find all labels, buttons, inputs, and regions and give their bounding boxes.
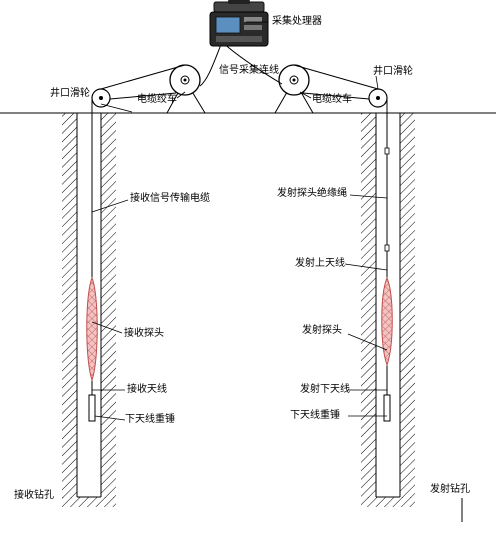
- label-transmit-upper-antenna: 发射上天线: [295, 258, 345, 269]
- right-hole-inner-wall-hatch: [400, 113, 415, 498]
- label-transmit-weight: 下天线重锤: [290, 410, 340, 421]
- label-processor: 采集处理器: [272, 16, 322, 27]
- right-hole-outer-wall-hatch: [361, 113, 376, 498]
- left-borehole: [62, 113, 116, 507]
- label-transmit-lower-antenna: 发射下天线: [300, 384, 350, 395]
- label-right-pulley: 井口滑轮: [373, 66, 413, 77]
- label-receive-probe: 接收探头: [124, 328, 164, 339]
- label-receive-cable: 接收信号传输电缆: [130, 193, 210, 204]
- left-hole-bottom-hatch: [62, 497, 116, 507]
- left-cable-top: [100, 64, 186, 90]
- transmit-weight: [383, 394, 391, 422]
- receive-probe-body: [86, 276, 98, 382]
- left-hole-inner-wall-hatch: [101, 113, 116, 498]
- right-cable-reel: [278, 64, 310, 96]
- right-wellhead-pulley: [368, 88, 388, 108]
- right-cable-bottom: [302, 92, 370, 100]
- processor-case: [209, 0, 269, 47]
- label-right-reel: 电缆绞车: [312, 94, 352, 105]
- label-transmit-probe: 发射探头: [302, 325, 342, 336]
- label-receive-weight: 下天线重锤: [125, 414, 175, 425]
- right-cable-top: [293, 64, 379, 90]
- label-left-pulley: 井口滑轮: [50, 88, 90, 99]
- label-transmit-hole: 发射钻孔: [430, 484, 470, 495]
- label-receive-hole: 接收钻孔: [14, 490, 54, 501]
- label-left-reel: 电缆绞车: [137, 94, 177, 105]
- label-signal-line: 信号采集连线: [219, 65, 279, 76]
- receive-weight: [88, 394, 96, 422]
- left-cable-reel: [169, 64, 201, 96]
- signal-line-left: [199, 41, 223, 87]
- left-wellhead-pulley: [91, 88, 111, 108]
- label-transmit-rope: 发射探头绝缘绳: [277, 188, 347, 199]
- right-reel-tripod: [274, 78, 314, 114]
- label-receive-antenna: 接收天线: [127, 384, 167, 395]
- transmit-probe-body: [381, 276, 393, 367]
- left-hole-outer-wall-hatch: [62, 113, 77, 498]
- left-cable-bottom: [109, 92, 177, 100]
- left-reel-tripod: [166, 78, 206, 114]
- signal-line-right: [221, 41, 283, 85]
- right-borehole: [361, 113, 415, 507]
- right-hole-bottom-hatch: [361, 497, 415, 507]
